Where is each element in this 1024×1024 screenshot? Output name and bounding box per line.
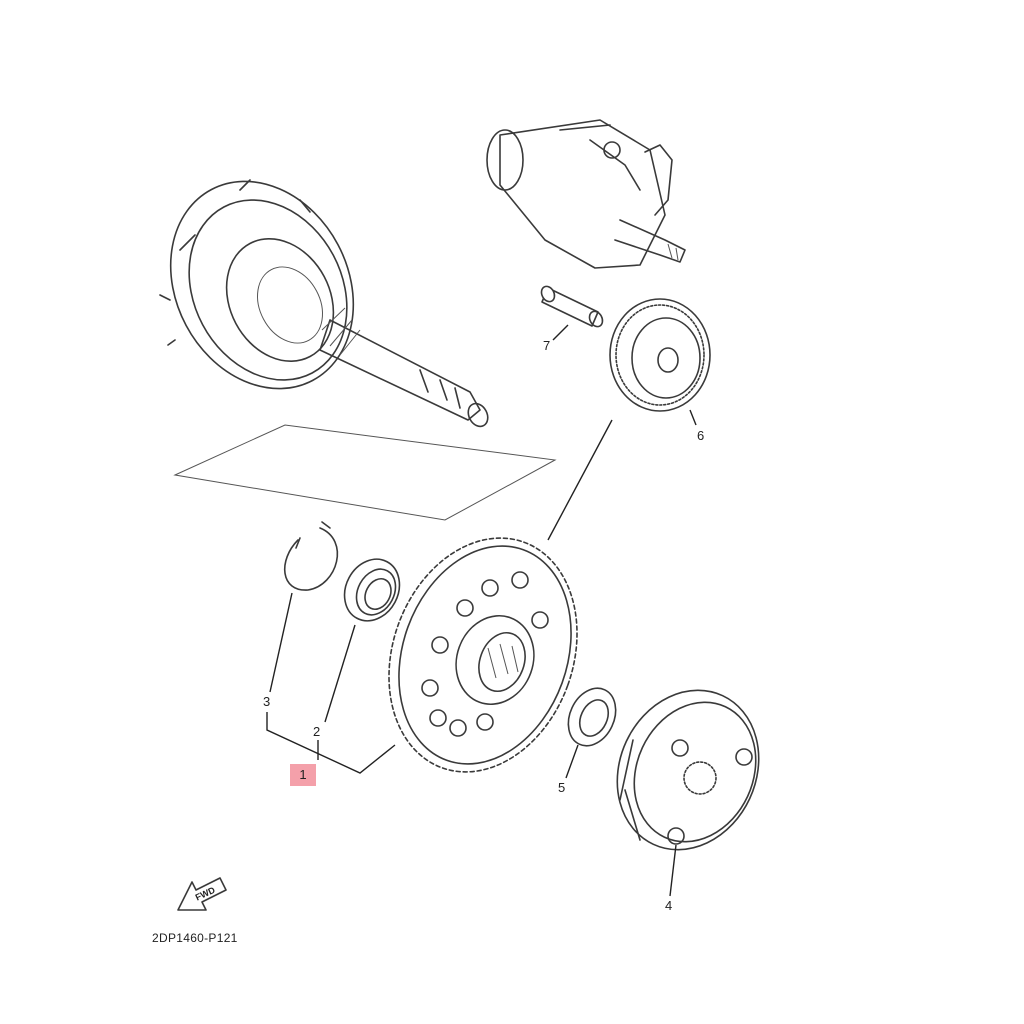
reference-outline [173,424,557,521]
callout-1-highlighted: 1 [290,764,316,786]
callout-4: 4 [665,898,672,913]
bearing-part-2 [343,558,401,622]
fwd-arrow-icon: FWD [177,877,227,911]
starter-motor [486,119,686,269]
callout-2: 2 [313,724,320,739]
callout-3: 3 [263,694,270,709]
starter-wheel-gear [388,537,578,773]
idle-gear-part-6 [609,298,711,412]
callout-6: 6 [697,428,704,443]
callout-5: 5 [558,780,565,795]
circlip-part-3 [284,521,339,591]
pin-part-7 [540,285,604,328]
callout-7: 7 [543,338,550,353]
crankcase-cover-assembly [159,179,489,428]
clutch-housing-part-4 [616,689,760,851]
diagram-code: 2DP1460-P121 [152,931,238,945]
washer-part-5 [567,687,617,747]
leader-lines [266,324,697,897]
